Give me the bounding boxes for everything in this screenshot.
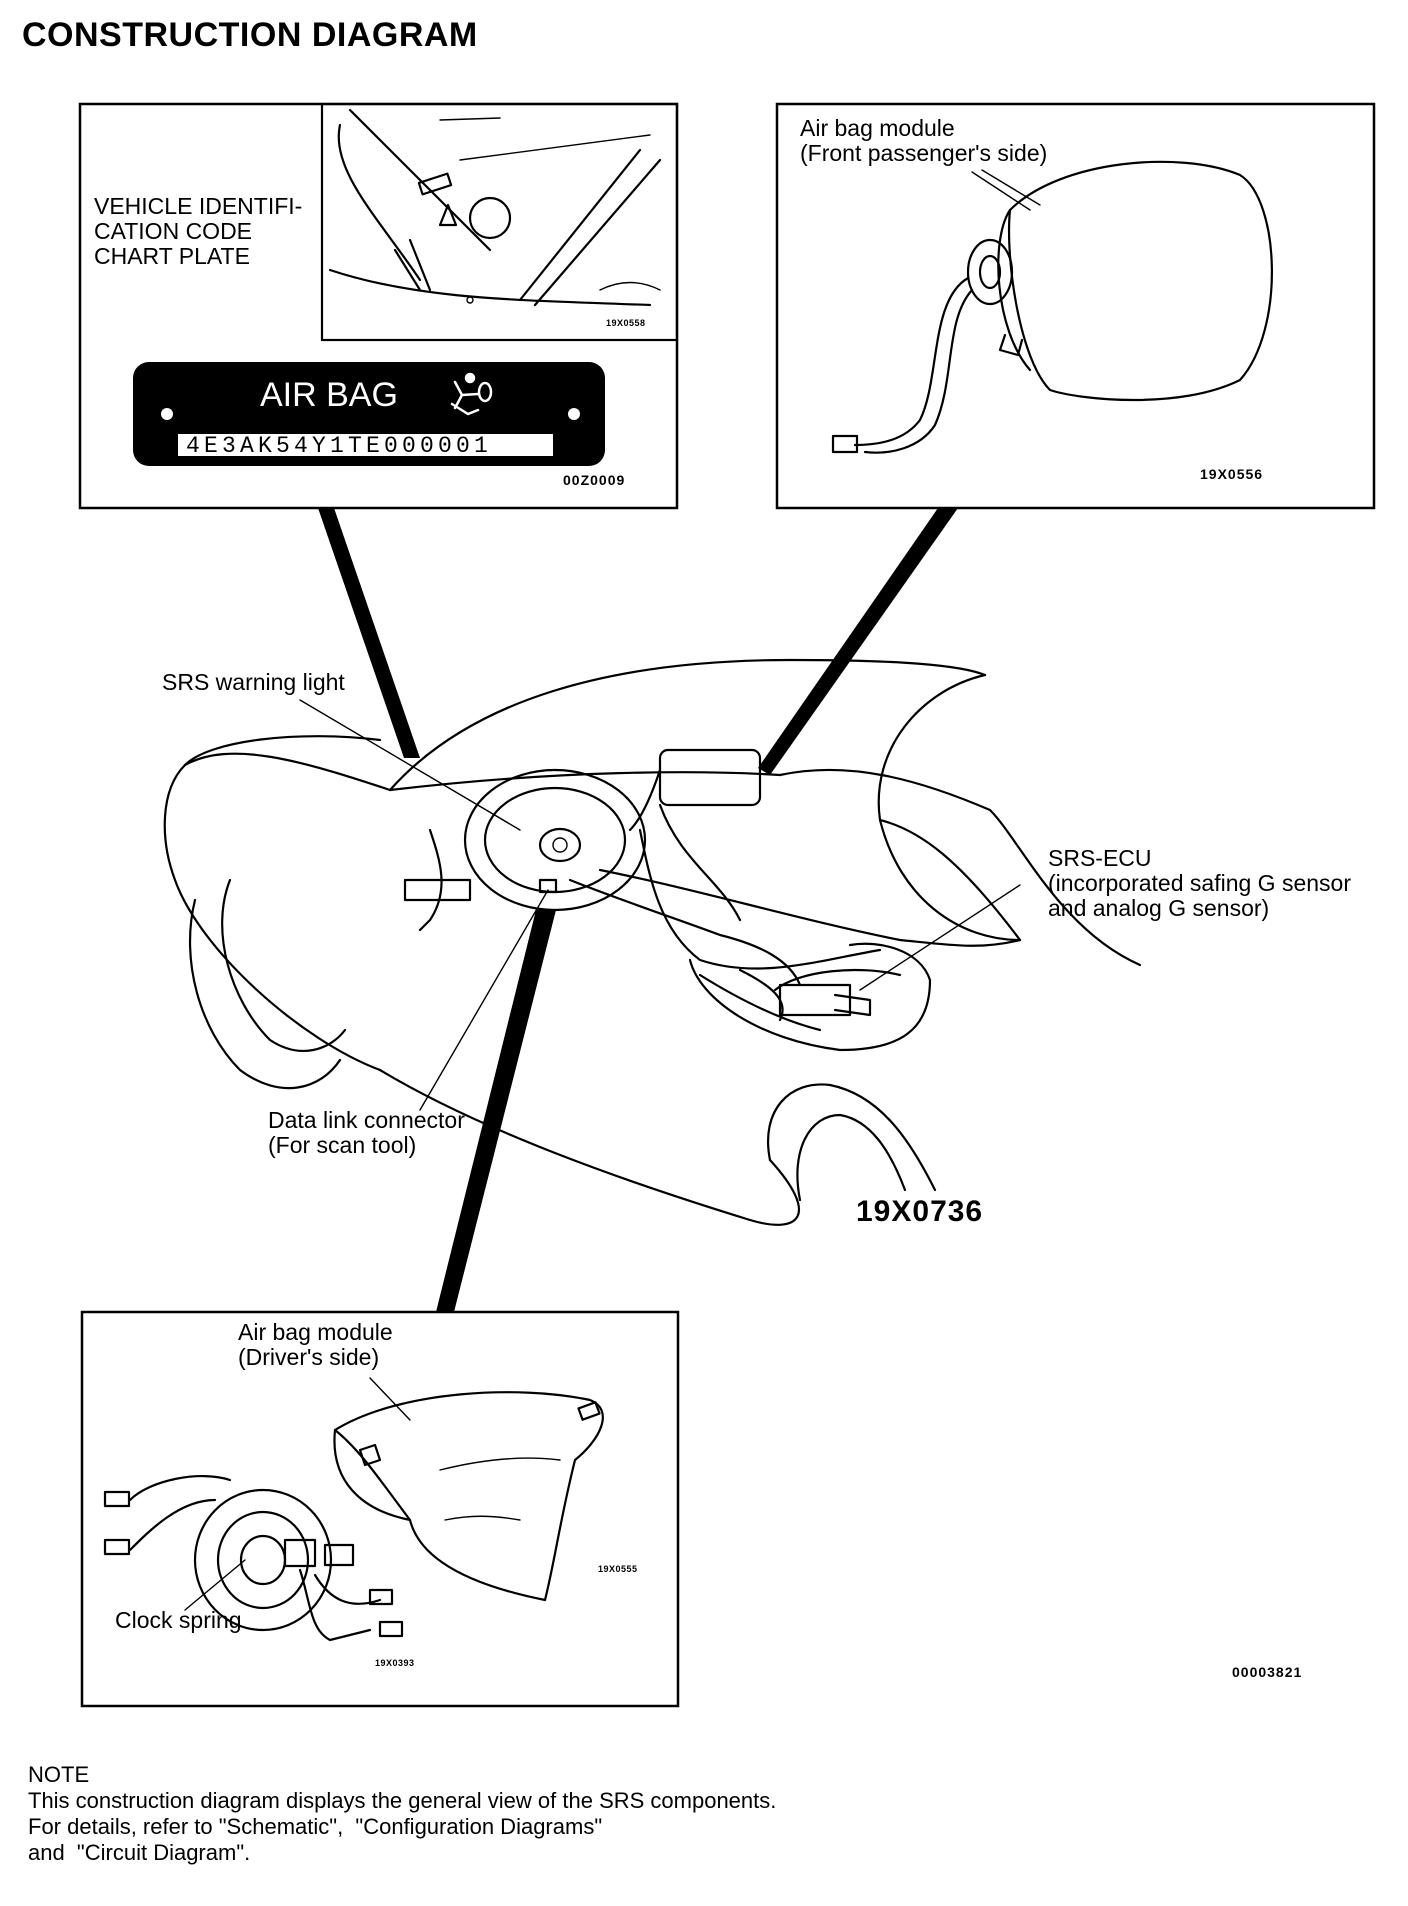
passenger-airbag-module-sketch — [831, 160, 1273, 454]
plate-number: 4E3AK54Y1TE000001 — [186, 433, 493, 459]
vin-plate-label: VEHICLE IDENTIFI- CATION CODE CHART PLAT… — [94, 193, 303, 269]
passenger-panel-code: 19X0556 — [1200, 466, 1264, 482]
driver-module-leader — [369, 1377, 411, 1421]
plate-title: AIR BAG — [260, 376, 398, 414]
srs-ecu-label: SRS-ECU (incorporated safing G sensor an… — [1048, 845, 1351, 921]
driver-airbag-label: Air bag module (Driver's side) — [238, 1319, 393, 1370]
car-interior-sketch — [163, 658, 1142, 1226]
page-code: 00003821 — [1232, 1664, 1303, 1680]
airbag-person-icon — [450, 372, 493, 416]
data-link-connector-label: Data link connector (For scan tool) — [268, 1107, 465, 1158]
driver-airbag-module-sketch — [333, 1391, 604, 1602]
passenger-pointer-wedge — [758, 508, 958, 775]
clock-spring-code: 19X0393 — [375, 1658, 415, 1668]
main-view-code: 19X0736 — [856, 1195, 984, 1228]
note-text: This construction diagram displays the g… — [28, 1788, 777, 1865]
clock-spring-leader — [184, 1559, 246, 1611]
plate-number-field — [178, 434, 553, 456]
note-heading: NOTE — [28, 1762, 90, 1787]
vin-panel-code: 00Z0009 — [563, 472, 626, 488]
plate-hole-right — [568, 408, 580, 420]
clock-spring-label: Clock spring — [115, 1607, 242, 1633]
srs-warning-light-label: SRS warning light — [162, 669, 345, 695]
vin-inset-code: 19X0558 — [606, 318, 646, 328]
plate-hole-left — [161, 408, 173, 420]
driver-module-code: 19X0555 — [598, 1564, 638, 1574]
passenger-airbag-label: Air bag module (Front passenger's side) — [800, 115, 1048, 166]
driver-pointer-wedge — [436, 910, 556, 1312]
driver-panel-frame — [80, 1310, 680, 1708]
vin-inset-frame — [320, 102, 679, 342]
engine-bay-sketch — [328, 108, 662, 307]
data-link-connector-leader — [419, 889, 549, 1111]
srs-warning-light-leader — [299, 699, 521, 831]
page-title: CONSTRUCTION DIAGRAM — [22, 16, 478, 54]
srs-ecu-leader — [859, 884, 1021, 991]
vin-pointer-wedge — [318, 508, 420, 758]
clock-spring-sketch — [103, 1474, 404, 1642]
passenger-panel-frame — [775, 102, 1376, 510]
